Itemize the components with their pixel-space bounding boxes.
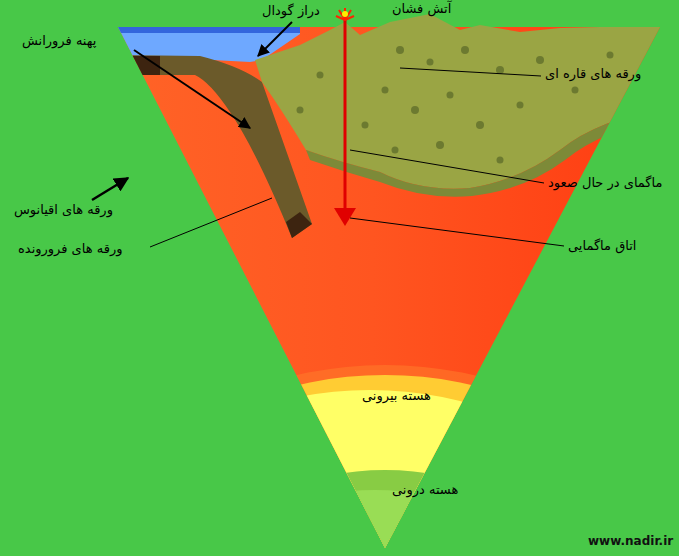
inner-core-label: هسته درونی	[392, 482, 458, 498]
trench-label: دراز گودال	[262, 3, 320, 19]
rising-magma-label: ماگمای در حال صعود	[548, 175, 663, 191]
volcano-label: آتش فشان	[392, 1, 451, 17]
subducting-plate-label: ورقه های فرورونده	[18, 241, 122, 257]
magma-chamber-label: اتاق ماگمایی	[568, 238, 636, 254]
watermark: www.nadir.ir	[588, 534, 673, 548]
subduction-zone-label: پهنه فرورانش	[22, 33, 96, 49]
continental-plate-label: ورقه های قاره ای	[545, 66, 641, 82]
oceanic-plate-label: ورقه های اقیانوس	[14, 202, 113, 218]
outer-core-label: هسته بیرونی	[362, 388, 431, 404]
